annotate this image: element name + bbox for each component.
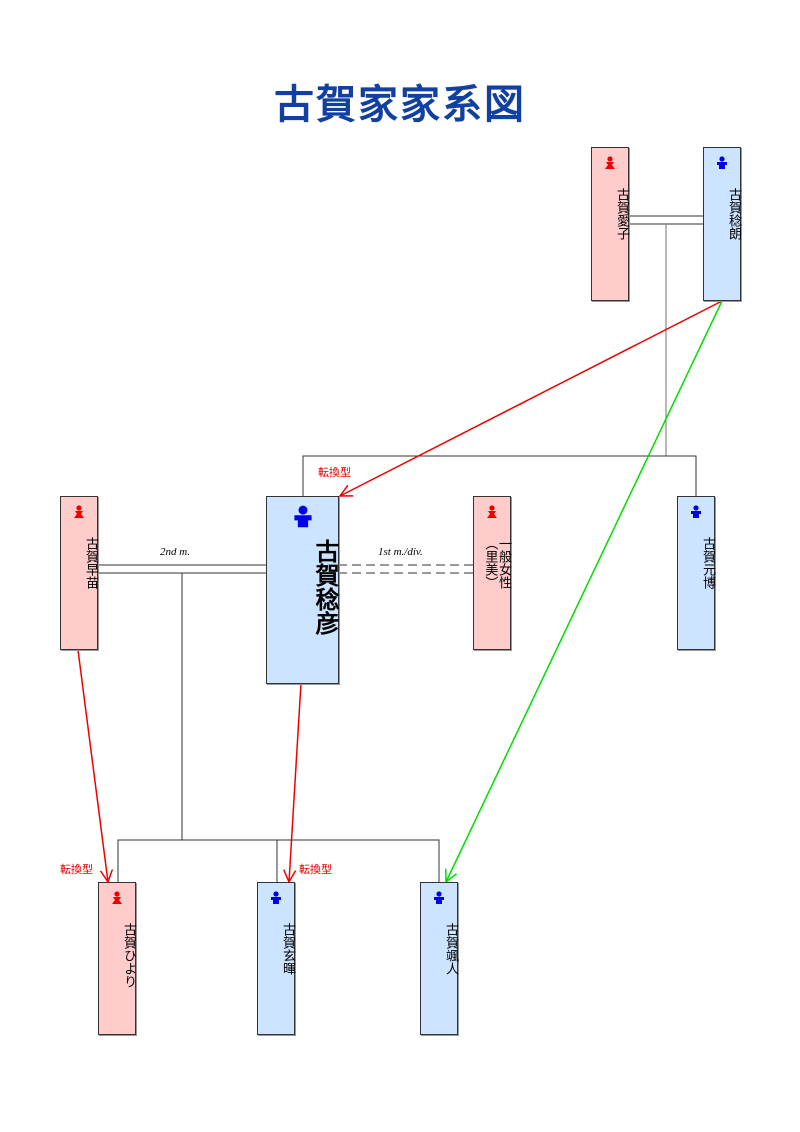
- sibling-bar-gen2: [302, 455, 697, 496]
- type-label-genki: 転換型: [299, 863, 332, 876]
- male-icon: [270, 891, 282, 905]
- person-name: 古賀早苗: [83, 537, 98, 589]
- male-icon: [433, 891, 445, 905]
- person-name: 古賀颯人: [443, 923, 458, 975]
- person-name: 一般女性（里美）: [482, 537, 511, 589]
- type-label-toshihiko: 転換型: [318, 466, 351, 479]
- marriage-line-first: [338, 564, 473, 574]
- arrow-toshihiko-to-genki: [289, 682, 302, 882]
- person-box-ippan[interactable]: 一般女性（里美）: [473, 496, 511, 650]
- person-box-aiko[interactable]: 古賀愛子: [591, 147, 629, 301]
- person-name: 古賀玄暉: [280, 923, 295, 975]
- person-box-sanae[interactable]: 古賀早苗: [60, 496, 98, 650]
- female-icon: [604, 156, 616, 170]
- female-icon: [111, 891, 123, 905]
- person-name-main: 古賀稔彦: [311, 539, 340, 635]
- person-name: 古賀稔朗: [726, 188, 741, 240]
- person-box-hayato[interactable]: 古賀颯人: [420, 882, 458, 1035]
- person-box-genki[interactable]: 古賀玄暉: [257, 882, 295, 1035]
- arrow-toshiro-to-hayato: [446, 300, 723, 882]
- page-title: 古賀家家系図: [274, 81, 526, 128]
- person-box-toshiro[interactable]: 古賀稔朗: [703, 147, 741, 301]
- marriage-line-second: [98, 564, 266, 574]
- marriage-label-second: 2nd m.: [160, 546, 190, 558]
- person-name: 古賀元博: [700, 537, 715, 589]
- marriage-line-grandparents: [628, 215, 704, 225]
- sibling-bar-gen3: [117, 839, 440, 882]
- male-icon: [716, 156, 728, 170]
- marriage-label-first: 1st m./div.: [378, 546, 423, 558]
- female-icon: [73, 505, 85, 519]
- person-box-motohiro[interactable]: 古賀元博: [677, 496, 715, 650]
- person-name: 古賀ひより: [121, 923, 136, 988]
- type-label-hiyori: 転換型: [60, 863, 93, 876]
- arrow-toshiro-to-toshihiko: [340, 300, 723, 496]
- person-name: 古賀愛子: [614, 188, 629, 240]
- male-icon: [292, 505, 314, 529]
- person-box-toshihiko[interactable]: 古賀稔彦: [266, 496, 340, 684]
- arrow-sanae-to-hiyori: [77, 649, 108, 882]
- female-icon: [486, 505, 498, 519]
- male-icon: [690, 505, 702, 519]
- person-box-hiyori[interactable]: 古賀ひより: [98, 882, 136, 1035]
